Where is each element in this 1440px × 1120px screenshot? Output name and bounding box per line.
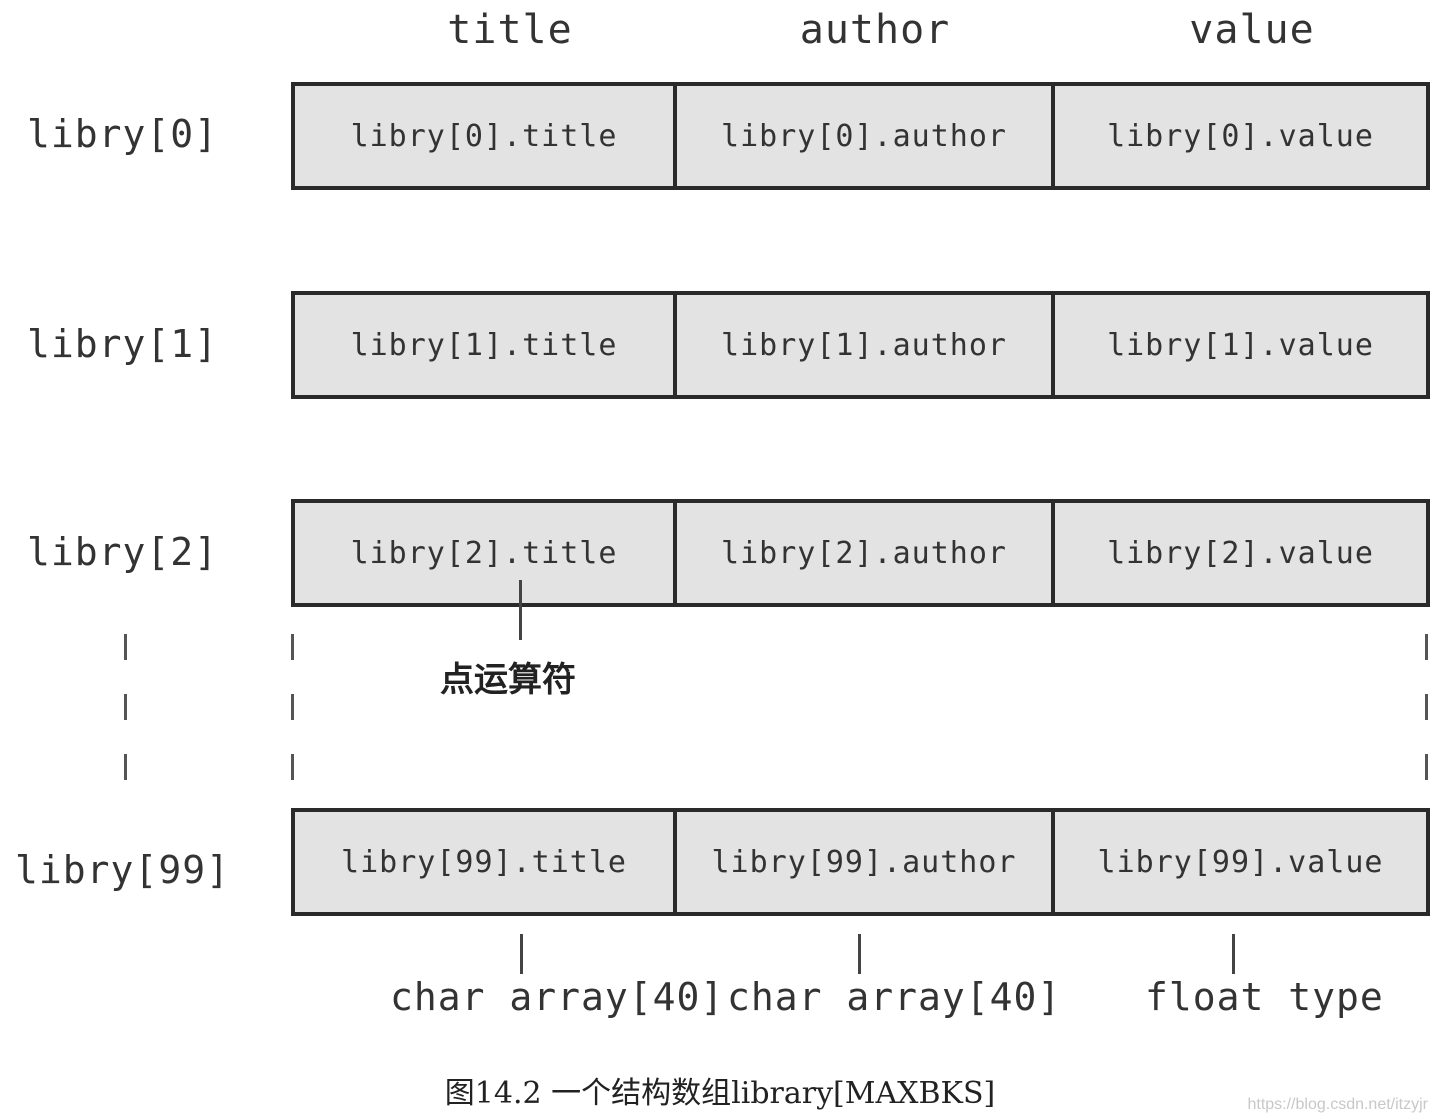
ellipsis-dash-right: [1425, 754, 1428, 780]
cell-1-title: libry[1].title: [350, 327, 618, 363]
cell-2-title: libry[2].title: [350, 535, 618, 571]
row-label-1: libry[1]: [26, 322, 219, 366]
struct-row-1: libry[1].title libry[1].author libry[1].…: [291, 291, 1430, 399]
cell-0-value: libry[0].value: [1051, 86, 1426, 186]
cell-1-value: libry[1].value: [1051, 295, 1426, 395]
cell-2-author: libry[2].author: [673, 503, 1051, 603]
cell-99-title: libry[99].title: [341, 844, 627, 880]
cell-0-title: libry[0].title: [350, 118, 618, 154]
ellipsis-dash-right: [1425, 694, 1428, 720]
column-header-author: author: [799, 7, 951, 53]
dot-operator-pointer: [519, 580, 522, 640]
cell-99-value: libry[99].value: [1051, 812, 1426, 912]
column-header-value: value: [1189, 7, 1315, 53]
figure-caption: 图14.2 一个结构数组library[MAXBKS]: [444, 1076, 996, 1111]
type-label-author: char array[40]: [727, 975, 1062, 1019]
type-pointer-title: [520, 934, 523, 974]
cell-0-author: libry[0].author: [673, 86, 1051, 186]
column-header-title: title: [447, 7, 573, 53]
cell-1-author: libry[1].author: [673, 295, 1051, 395]
ellipsis-dash-right: [1425, 634, 1428, 660]
cell-99-author: libry[99].author: [673, 812, 1051, 912]
type-pointer-author: [858, 934, 861, 974]
type-label-value: float type: [1145, 975, 1384, 1019]
row-label-2: libry[2]: [26, 530, 219, 574]
row-label-99: libry[99]: [15, 848, 230, 892]
ellipsis-dash-left: [291, 694, 294, 720]
type-label-title: char array[40]: [390, 975, 725, 1019]
struct-row-99: libry[99].title libry[99].author libry[9…: [291, 808, 1430, 916]
watermark: https://blog.csdn.net/itzyjr: [1247, 1096, 1428, 1113]
ellipsis-dash-label: [124, 694, 127, 720]
row-label-0: libry[0]: [26, 112, 219, 156]
type-pointer-value: [1232, 934, 1235, 974]
cell-2-value: libry[2].value: [1051, 503, 1426, 603]
ellipsis-dash-label: [124, 754, 127, 780]
ellipsis-dash-left: [291, 754, 294, 780]
ellipsis-dash-left: [291, 634, 294, 660]
dot-operator-label: 点运算符: [440, 660, 576, 700]
struct-row-0: libry[0].title libry[0].author libry[0].…: [291, 82, 1430, 190]
ellipsis-dash-label: [124, 634, 127, 660]
struct-row-2: libry[2].title libry[2].author libry[2].…: [291, 499, 1430, 607]
